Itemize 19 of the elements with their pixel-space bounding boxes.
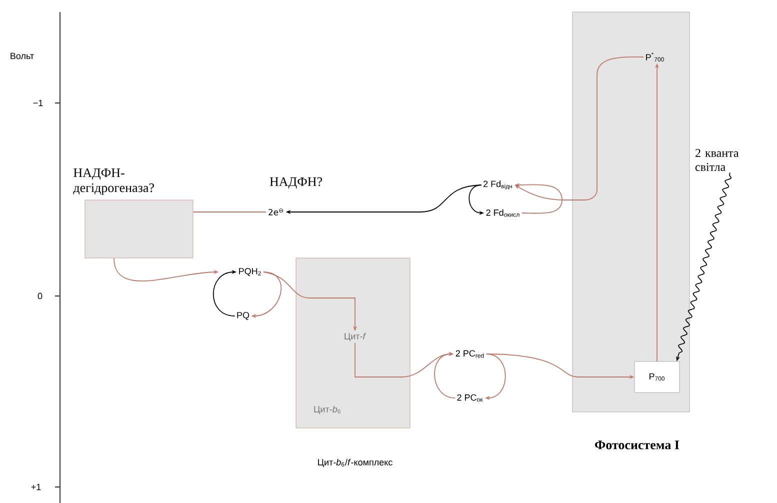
reaction-center-box: P$_{700}$	[634, 361, 680, 393]
box-title: Цит-b$_{6}$/f-комплекс	[318, 458, 392, 468]
carrier-label: Цит-f	[344, 332, 366, 342]
carrier-label: PQ	[237, 312, 250, 320]
axis-label: +1	[31, 484, 41, 490]
axis-label: Вольт	[10, 52, 34, 60]
axis-label: −1	[33, 100, 43, 106]
box-title: НАДФН- дегідрогеназа?	[73, 168, 154, 195]
note: НАДФН?	[270, 177, 322, 189]
carrier-label: 2 Fd$_{окисл}$	[486, 209, 520, 217]
arrow	[434, 352, 456, 398]
carrier-label: 2 PC$_{ок}$	[457, 394, 483, 402]
light-note: 2 кванта світла	[695, 148, 739, 172]
carrier-label: 2 PC$_{red}$	[456, 350, 484, 358]
carrier-label: PQH$_{2}$	[239, 268, 261, 276]
carrier-label: 2e$^{⊖}$	[268, 208, 284, 216]
carrier-label: 2 Fd$_{відн}$	[484, 180, 512, 190]
box-title: Фотосистема I	[595, 440, 680, 450]
axis-label: 0	[38, 292, 42, 300]
